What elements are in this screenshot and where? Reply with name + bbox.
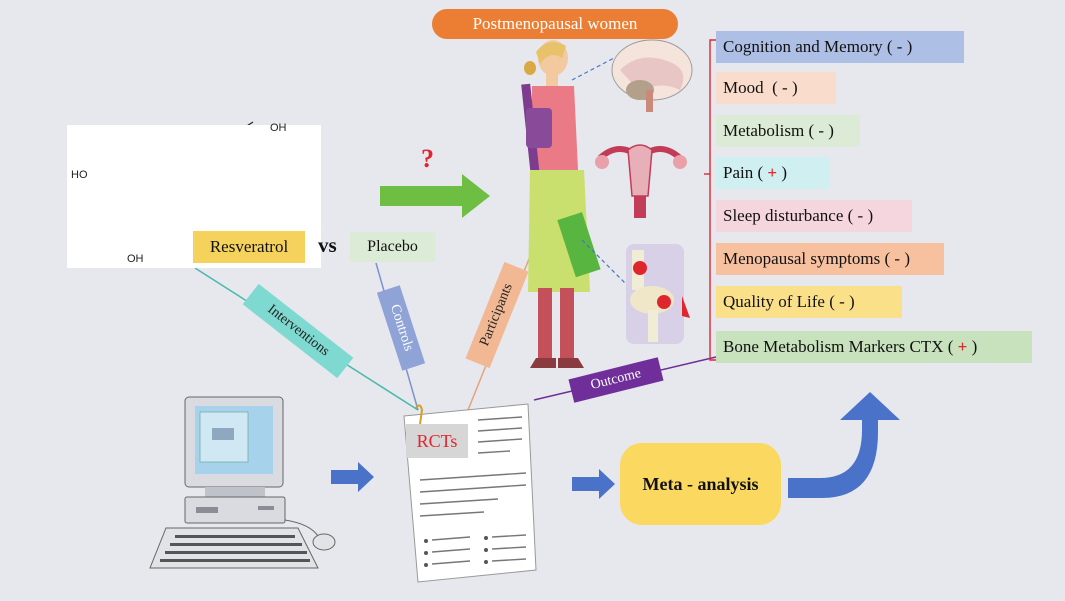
outcome-item-metabolism: Metabolism ( - ) — [716, 115, 860, 147]
woman-figure-icon — [521, 40, 601, 368]
outcome-item-sleep: Sleep disturbance ( - ) — [716, 200, 912, 232]
outcomes-bracket — [709, 39, 716, 361]
hydroxyl-left-label: HO — [71, 169, 88, 181]
hydroxyl-top-label: OH — [270, 122, 287, 134]
bone-joint-icon — [626, 244, 690, 344]
arrow-to-meta-icon — [572, 469, 615, 499]
population-label: Postmenopausal women — [432, 9, 678, 39]
arrow-to-rcts-icon — [331, 462, 374, 492]
outcome-item-menopausal: Menopausal symptoms ( - ) — [716, 243, 944, 275]
curved-arrow-icon — [788, 392, 900, 498]
outcome-item-cognition: Cognition and Memory ( - ) — [716, 31, 964, 63]
hydroxyl-bottom-label: OH — [127, 253, 144, 265]
uterus-icon — [595, 144, 687, 218]
green-arrow-icon — [380, 174, 490, 218]
outcome-item-bone-ctx: Bone Metabolism Markers CTX ( + ) — [716, 331, 1032, 363]
outcome-item-quality-of-life: Quality of Life ( - ) — [716, 286, 902, 318]
versus-label: vs — [318, 233, 337, 257]
brain-icon — [611, 39, 693, 112]
rcts-label: RCTs — [406, 424, 468, 458]
control-label: Placebo — [350, 232, 435, 262]
outcome-item-mood: Mood ( - ) — [716, 72, 836, 104]
meta-analysis-box: Meta - analysis — [620, 443, 781, 525]
outcome-item-pain: Pain ( + ) — [716, 157, 830, 189]
computer-icon — [149, 396, 336, 569]
question-mark: ? — [421, 144, 434, 173]
intervention-label: Resveratrol — [193, 231, 305, 263]
